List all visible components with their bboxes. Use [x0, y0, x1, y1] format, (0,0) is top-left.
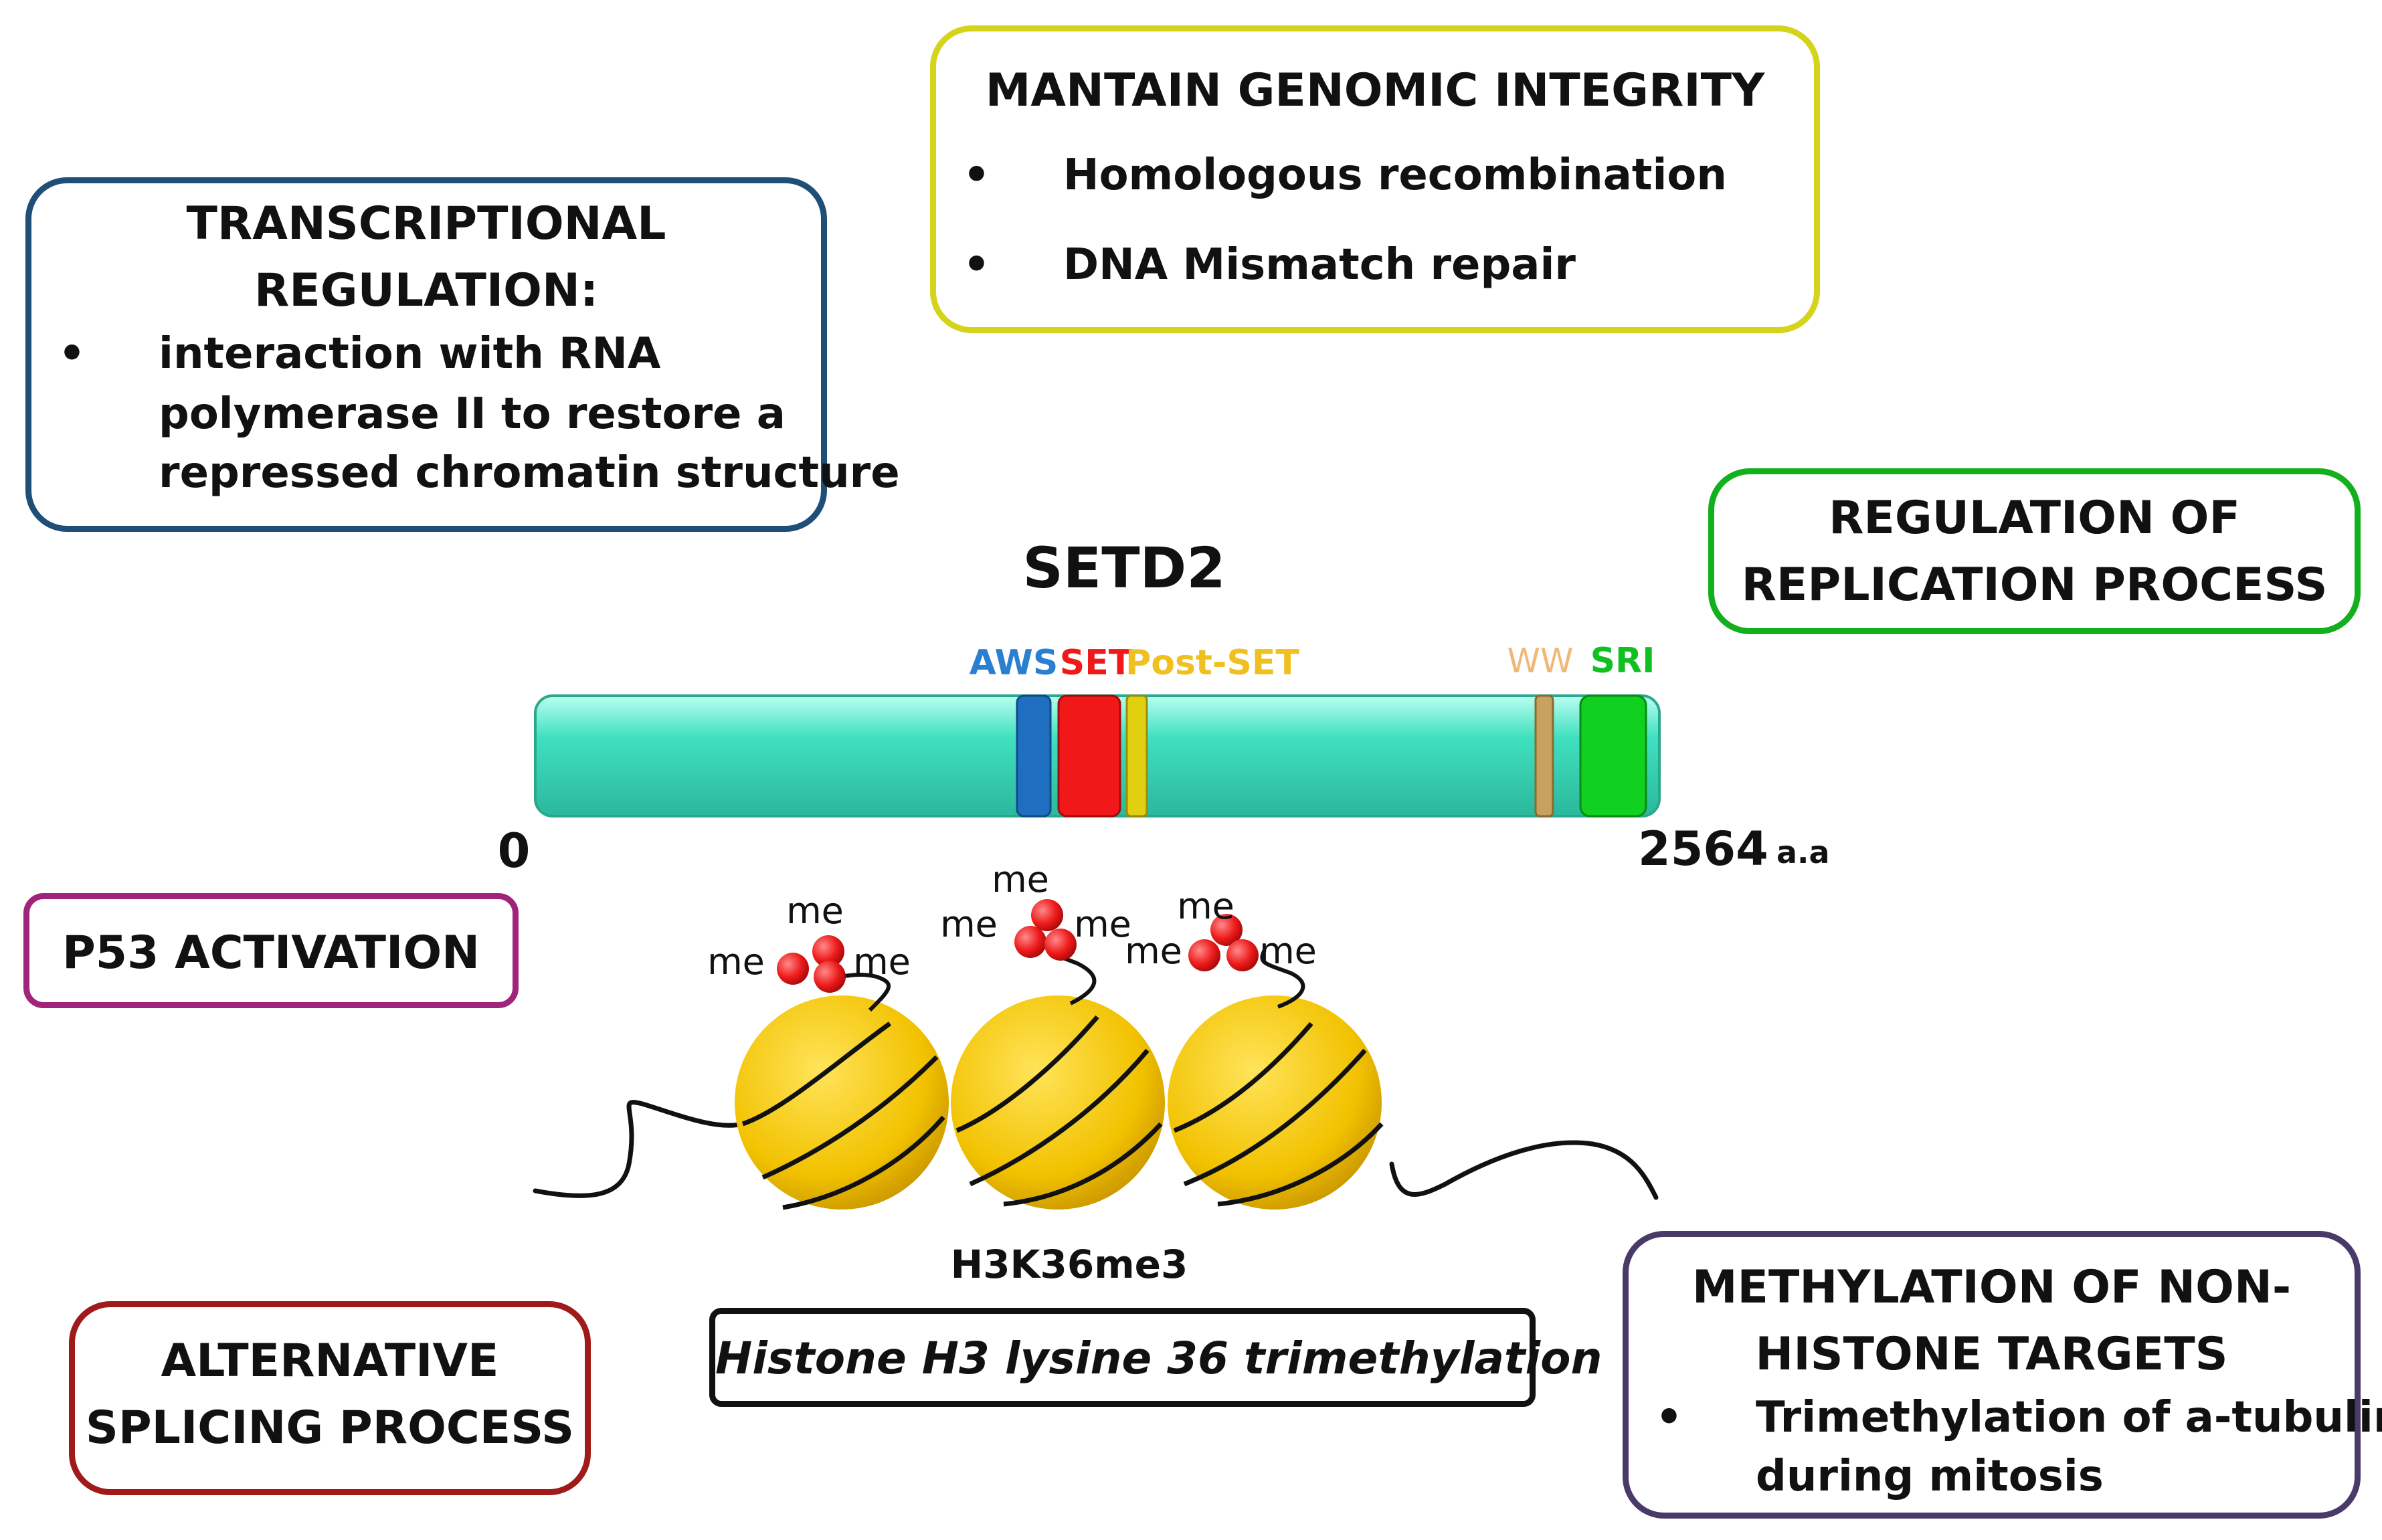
aws-domain	[1016, 694, 1052, 817]
h3k36me3-label: H3K36me3	[951, 1242, 1188, 1287]
replication-title-line2: REPLICATION PROCESS	[1741, 559, 2328, 611]
me-label: me	[1259, 930, 1317, 972]
me-label: me	[992, 858, 1049, 900]
transcriptional-regulation-box: TRANSCRIPTIONAL REGULATION: • interactio…	[25, 177, 900, 532]
setd2-protein-bar	[534, 694, 1661, 817]
post-set-domain	[1125, 694, 1148, 817]
sri-domain-label: SRI	[1590, 641, 1655, 681]
post-set-domain-label: Post-SET	[1125, 643, 1299, 683]
alternative-splicing-box: ALTERNATIVE SPLICING PROCESS	[69, 1301, 591, 1495]
aws-domain-label: AWS	[970, 643, 1059, 683]
methyl-group-3	[1188, 914, 1259, 971]
protein-name: SETD2	[1022, 535, 1225, 601]
bullet-text: repressed chromatin structure	[159, 448, 900, 498]
methyl-group-2	[1014, 899, 1077, 961]
bullet-marker: •	[1655, 1393, 1683, 1442]
protein-start-label: 0	[498, 824, 531, 878]
me-label: me	[786, 890, 844, 932]
genomic-integrity-title: MANTAIN GENOMIC INTEGRITY	[985, 64, 1765, 117]
alternative-splicing-title-line2: SPLICING PROCESS	[85, 1402, 575, 1454]
nucleosome-3	[1168, 995, 1384, 1210]
p53-activation-title: P53 ACTIVATION	[62, 927, 480, 979]
transcriptional-regulation-title-line2: REGULATION:	[254, 264, 599, 317]
p53-activation-box: P53 ACTIVATION	[23, 893, 519, 1008]
set-domain	[1057, 694, 1121, 817]
h3k36me3-description-text: Histone H3 lysine 36 trimethylation	[715, 1333, 1602, 1384]
h3k36me3-description-box: Histone H3 lysine 36 trimethylation	[709, 1308, 1602, 1407]
bullet-marker: •	[963, 151, 990, 200]
bullet-text: DNA Mismatch repair	[1063, 240, 1576, 290]
ww-domain	[1534, 694, 1554, 817]
nucleosome-1	[735, 995, 949, 1210]
amino-acid-unit-label: a.a	[1776, 834, 1830, 870]
ww-domain-label: WW	[1507, 642, 1574, 680]
nucleosome-2	[951, 995, 1165, 1210]
me-label: me	[1074, 903, 1131, 945]
me-label: me	[1177, 885, 1234, 927]
me-label: me	[707, 941, 765, 983]
bullet-marker: •	[58, 329, 86, 379]
set-domain-label: SET	[1060, 643, 1133, 683]
dna-strand	[533, 1100, 1659, 1200]
bullet-marker: •	[963, 240, 990, 290]
bullet-text: interaction with RNA	[159, 329, 661, 379]
protein-end-label: 2564	[1638, 822, 1768, 876]
bullet-text: during mitosis	[1756, 1452, 2104, 1501]
bullet-text: Homologous recombination	[1063, 151, 1727, 200]
non-histone-title-line1: METHYLATION OF NON-	[1691, 1261, 2292, 1314]
non-histone-methylation-box: METHYLATION OF NON- HISTONE TARGETS • Tr…	[1623, 1231, 2382, 1519]
histone-tail-3	[1260, 949, 1305, 1009]
me-label: me	[853, 941, 911, 983]
genomic-integrity-box: MANTAIN GENOMIC INTEGRITY • Homologous r…	[930, 25, 1820, 333]
me-label: me	[940, 903, 998, 945]
transcriptional-regulation-title-line1: TRANSCRIPTIONAL	[186, 197, 666, 250]
sri-domain	[1579, 694, 1647, 817]
bullet-text: polymerase II to restore a	[159, 389, 786, 439]
methyl-group-1	[777, 935, 846, 993]
me-label: me	[1125, 930, 1182, 972]
bullet-text: Trimethylation of a-tubulin	[1756, 1393, 2382, 1442]
alternative-splicing-title-line1: ALTERNATIVE	[161, 1335, 499, 1387]
replication-box: REGULATION OF REPLICATION PROCESS	[1708, 468, 2361, 634]
replication-title-line1: REGULATION OF	[1829, 492, 2240, 545]
non-histone-title-line2: HISTONE TARGETS	[1755, 1328, 2228, 1381]
